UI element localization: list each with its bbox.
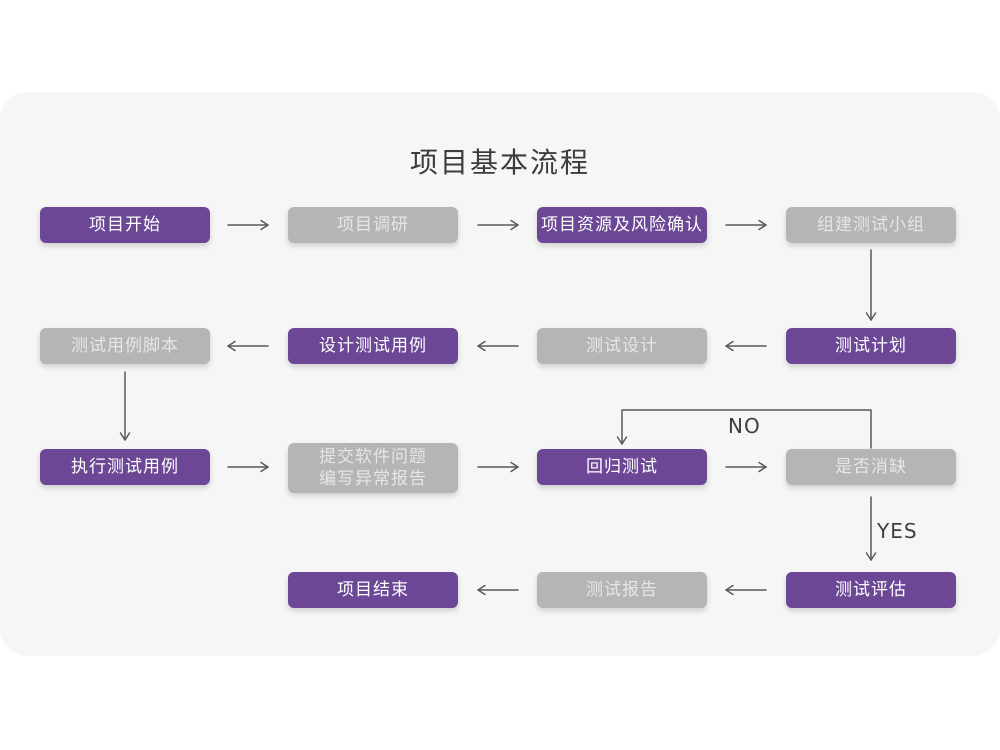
- connector-line: [725, 340, 734, 352]
- flow-node: 组建测试小组: [786, 207, 956, 243]
- connector-line: [119, 432, 131, 441]
- connector-line: [477, 340, 486, 352]
- flowchart-card: [0, 92, 1000, 656]
- connector-line: [616, 436, 628, 445]
- connector-line: [510, 461, 519, 473]
- flow-node: 测试评估: [786, 572, 956, 608]
- flow-node: 项目开始: [40, 207, 210, 243]
- flow-node: 回归测试: [537, 449, 707, 485]
- no-branch-label: NO: [728, 414, 761, 438]
- flow-node: 是否消缺: [786, 449, 956, 485]
- flow-node: 测试用例脚本: [40, 328, 210, 364]
- flow-node: 测试设计: [537, 328, 707, 364]
- diagram-title: 项目基本流程: [409, 146, 590, 179]
- flow-node: 项目调研: [288, 207, 458, 243]
- connector-line: [725, 584, 734, 596]
- connector-line: [865, 312, 877, 321]
- connector-line: [510, 219, 519, 231]
- flow-node: 项目结束: [288, 572, 458, 608]
- flow-node: 设计测试用例: [288, 328, 458, 364]
- flow-node: 测试报告: [537, 572, 707, 608]
- connector-line: [758, 461, 767, 473]
- connector-line: [477, 584, 486, 596]
- connector-line: [260, 461, 269, 473]
- connector-line: [758, 219, 767, 231]
- connector-line: [865, 552, 877, 561]
- flow-node: 执行测试用例: [40, 449, 210, 485]
- flow-node: 项目资源及风险确认: [537, 207, 707, 243]
- connector-line: [621, 409, 872, 449]
- connector-line: [260, 219, 269, 231]
- flow-node: 提交软件问题 编写异常报告: [288, 443, 458, 493]
- yes-branch-label: YES: [877, 519, 918, 543]
- connector-line: [227, 340, 236, 352]
- flow-node: 测试计划: [786, 328, 956, 364]
